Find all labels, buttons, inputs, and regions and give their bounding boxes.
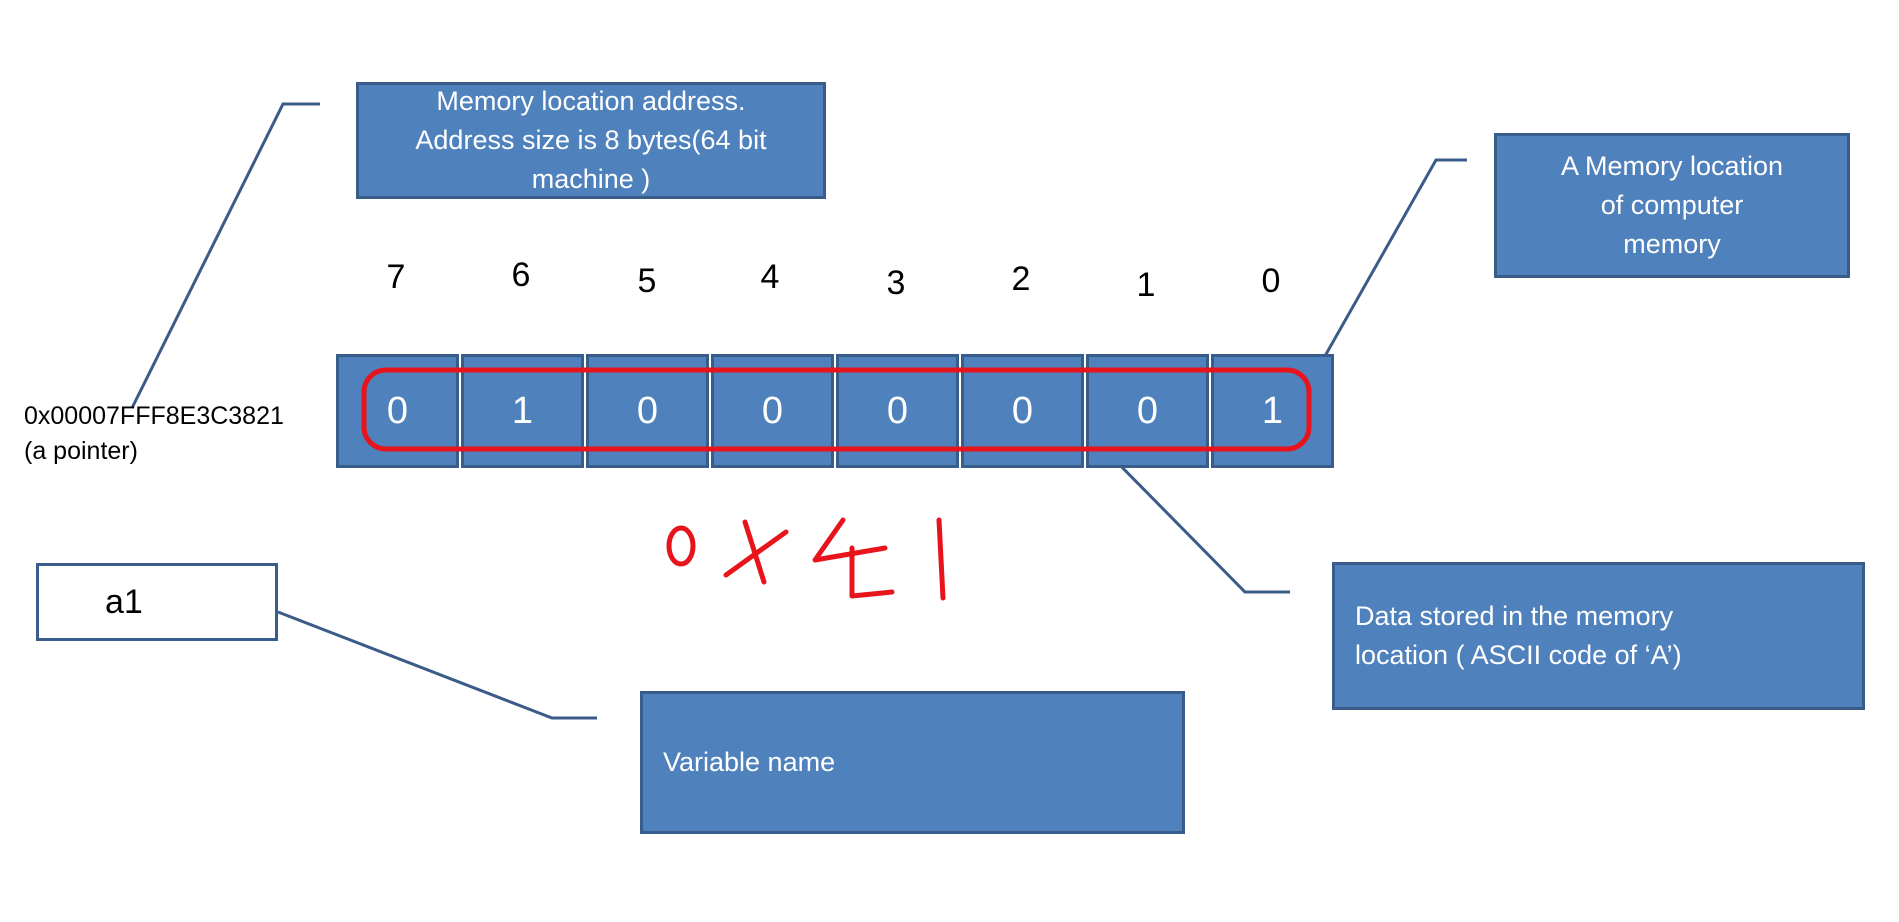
bit-value: 1 (511, 389, 534, 432)
bit-index-2: 2 (1011, 260, 1031, 298)
bit-value: 0 (1136, 389, 1159, 432)
bit-index-4: 4 (760, 258, 780, 296)
variable-name-box: a1 (36, 563, 278, 641)
bit-index-6: 6 (511, 256, 531, 294)
connector-location (1323, 158, 1467, 357)
connector-address (130, 102, 320, 409)
handwritten-hex-value: 0x41 (666, 517, 946, 601)
bit-index-7: 7 (386, 258, 406, 296)
bit-value: 0 (386, 389, 409, 432)
data-callout: Data stored in the memory location ( ASC… (1332, 562, 1865, 710)
pointer-label: 0x00007FFF8E3C3821 (a pointer) (24, 399, 284, 468)
pointer-address: 0x00007FFF8E3C3821 (24, 402, 284, 430)
address-callout: Memory location address. Address size is… (356, 82, 826, 199)
bit-index-3: 3 (886, 264, 906, 302)
bit-value: 1 (1261, 389, 1284, 432)
bit-index-1: 1 (1136, 266, 1156, 304)
bit-value: 0 (636, 389, 659, 432)
variable-name-callout: Variable name (640, 691, 1185, 834)
bits-highlight (361, 367, 1312, 452)
connector-data (1103, 448, 1290, 594)
memory-location-callout: A Memory location of computer memory (1494, 133, 1850, 278)
bit-value: 0 (1011, 389, 1034, 432)
memory-location-callout-text: A Memory location of computer memory (1560, 150, 1784, 260)
connector-variable (277, 610, 597, 720)
bit-value: 0 (886, 389, 909, 432)
data-callout-text: Data stored in the memory location ( ASC… (1355, 600, 1682, 670)
bit-index-5: 5 (637, 262, 657, 300)
bit-value: 0 (761, 389, 784, 432)
variable-name-callout-text: Variable name (663, 746, 836, 777)
pointer-note: (a pointer) (24, 436, 138, 465)
bit-index-0: 0 (1261, 262, 1281, 300)
address-callout-text: Memory location address. Address size is… (415, 85, 767, 195)
variable-name-text: a1 (105, 582, 143, 621)
